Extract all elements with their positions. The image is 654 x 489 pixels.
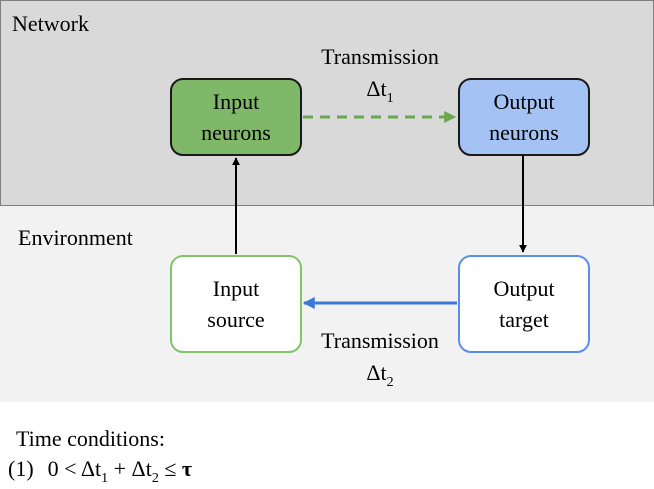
tau-symbol: τ — [181, 456, 193, 481]
output-neurons-label-line2: neurons — [489, 120, 559, 145]
output-target-node: Output target — [458, 255, 590, 353]
input-neurons-label-line1: Input — [212, 89, 260, 114]
input-source-label-line2: source — [207, 307, 265, 332]
input-neurons-label-line2: neurons — [201, 120, 271, 145]
transmission-1-subscript: 1 — [386, 91, 394, 106]
environment-label: Environment — [18, 225, 133, 250]
output-neurons-label-line1: Output — [493, 89, 555, 114]
transmission-2-subscript: 2 — [386, 375, 394, 390]
transmission-1-delay: Δt1 — [366, 76, 394, 106]
output-target-label-line2: target — [499, 307, 549, 332]
network-label: Network — [12, 11, 89, 36]
transmission-1-label: Transmission — [321, 44, 439, 69]
transmission-2-label: Transmission — [321, 328, 439, 353]
input-neurons-node: Input neurons — [170, 78, 302, 156]
time-condition-1: (1)0 < Δt1 + Δt2 ≤ τ — [8, 456, 193, 486]
condition-number: (1) — [8, 456, 34, 481]
input-source-label-line1: Input — [212, 276, 260, 301]
input-source-node: Input source — [170, 255, 302, 353]
output-target-label-line1: Output — [493, 276, 555, 301]
time-conditions-heading: Time conditions: — [16, 426, 165, 451]
transmission-2-delay: Δt2 — [366, 360, 394, 390]
output-neurons-node: Output neurons — [458, 78, 590, 156]
